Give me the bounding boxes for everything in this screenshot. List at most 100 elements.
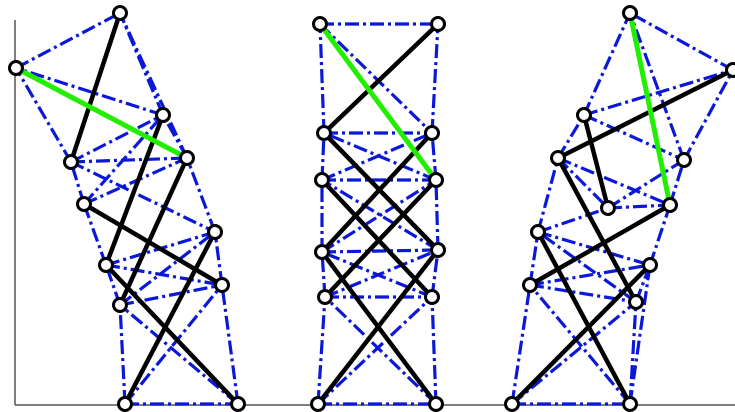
joint-node [155,107,171,123]
solid-member [555,155,639,305]
dashed-member [213,231,224,286]
dashed-member [430,23,440,134]
joint-node [310,396,326,412]
joint-node [622,396,638,412]
joint-node [662,197,678,213]
dashed-member [528,231,540,286]
solid-member [527,202,673,288]
joint-node [63,154,79,170]
joint-node [676,152,692,168]
dashed-member [529,263,651,287]
joint-node [112,5,128,21]
joint-node [8,60,24,76]
solid-member [321,130,441,253]
joint-node [428,396,444,412]
joint-node [424,289,440,305]
solid-member [555,67,735,161]
dashed-member [83,156,188,206]
solid-member [581,112,611,211]
dashed-member [14,67,73,163]
joint-node [76,196,92,212]
dashed-member [430,296,438,405]
joint-node [312,16,328,32]
dashed-member [628,12,686,161]
joint-node [504,396,520,412]
joint-node [530,224,546,240]
joint-node [179,150,195,166]
dashed-member [648,204,672,266]
joint-node [600,200,616,216]
dashed-member [629,11,734,72]
joint-node [207,224,223,240]
dashed-member [321,178,439,252]
dashed-member [316,296,327,405]
dashed-member [82,203,108,266]
solid-member [322,177,439,300]
joint-node [317,289,333,305]
joint-node [576,107,592,123]
dashed-member [185,157,217,233]
dashed-member [628,301,638,405]
dashed-member [15,11,121,70]
dashed-member [556,114,586,159]
dashed-member [220,284,240,405]
dashed-member [321,178,437,254]
joint-node [314,172,330,188]
dashed-member [682,69,735,161]
dashed-member [536,157,560,233]
solid-member [535,229,633,407]
solid-member [117,155,190,308]
dashed-member [316,295,434,406]
joint-node [550,150,566,166]
middle-tower [310,16,446,412]
joint-node [214,277,230,293]
dashed-member [119,230,216,307]
dashed-member [557,156,671,207]
joint-node [98,257,114,273]
dashed-member [82,113,165,206]
dashed-member [583,113,685,162]
solid-member [319,177,435,300]
dashed-member [118,304,127,405]
joint-node [725,62,735,78]
solid-member [122,229,218,407]
joint-node [430,242,446,258]
dashed-member [556,156,610,210]
dashed-member [434,179,440,251]
solid-member [81,201,225,288]
highlight-member [317,21,439,183]
dashed-member [70,113,164,164]
dashed-member [628,264,652,405]
dashed-member [528,283,632,406]
dashed-member [15,66,164,117]
highlight-member [13,65,190,161]
dashed-member [321,248,439,254]
dashed-member [70,160,216,234]
dashed-member [119,283,223,307]
dashed-member [607,158,685,210]
joint-node [428,172,444,188]
dashed-member [510,284,532,405]
solid-member [321,21,441,136]
joint-node [622,5,638,21]
dashed-member [324,248,439,299]
solid-member [68,10,123,165]
dashed-member [318,22,434,135]
joint-node [522,277,538,293]
right-tower [504,5,735,412]
dashed-member [582,12,632,116]
joint-node [628,294,644,310]
dashed-member [323,295,438,406]
dashed-member [70,156,188,164]
dashed-member [583,68,734,117]
joint-node [424,125,440,141]
dashed-member [323,131,437,182]
dashed-member [118,12,189,159]
dashed-member [118,303,240,406]
joint-node [117,396,133,412]
dashed-member [537,206,609,234]
joint-node [430,16,446,32]
dashed-member [607,203,671,210]
joint-node [230,396,246,412]
